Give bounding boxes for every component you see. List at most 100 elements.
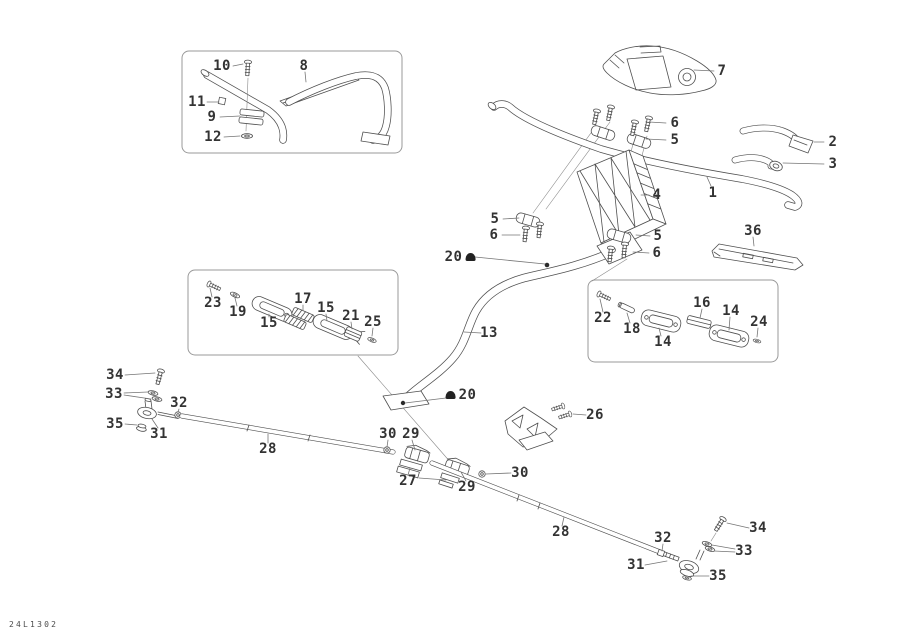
leader-line <box>386 439 389 448</box>
leader-line <box>502 217 520 220</box>
part-number: 29 <box>402 426 420 442</box>
leader-line <box>561 516 565 527</box>
leader-line <box>350 321 353 330</box>
leader-line <box>123 391 149 394</box>
part-number: 20 <box>458 387 477 403</box>
part-label-30: 30 <box>511 465 529 481</box>
part-label-8: 8 <box>300 58 309 74</box>
part-number: 11 <box>188 94 206 110</box>
leader-line <box>151 418 159 429</box>
part-label-16: 16 <box>693 295 711 311</box>
part-number: 32 <box>654 530 672 546</box>
part-label-14: 14 <box>722 303 740 319</box>
part-number: 10 <box>213 58 231 74</box>
part-number: 14 <box>722 303 740 319</box>
part-label-15: 15 <box>317 300 335 316</box>
part-label-9: 9 <box>208 109 217 125</box>
part-label-19: 19 <box>229 304 247 320</box>
leader-line <box>706 176 712 187</box>
part-number: 17 <box>294 291 312 307</box>
leader-line <box>752 236 755 247</box>
tie-rod-end-detail-drawing <box>205 279 378 345</box>
part-number: 26 <box>586 407 604 423</box>
part-number: 18 <box>623 321 641 337</box>
leader-line <box>626 312 631 324</box>
leader-line <box>234 297 238 307</box>
part-label-23: 23 <box>204 295 222 311</box>
inset-connector-lines <box>357 258 628 465</box>
handlebar-pad-drawing <box>602 45 717 96</box>
leader-line <box>232 63 244 67</box>
callout-marker-icon <box>465 253 476 261</box>
part-label-29: 29 <box>458 479 476 495</box>
handlebar-clamp-upper-drawing <box>589 103 654 150</box>
leader-line <box>658 327 662 337</box>
leader-line <box>463 331 482 334</box>
part-label-25: 25 <box>364 314 382 330</box>
part-number: 25 <box>364 314 382 330</box>
part-label-13: 13 <box>480 325 498 341</box>
part-number: 14 <box>654 334 672 350</box>
part-label-18: 18 <box>623 321 641 337</box>
part-label-15: 15 <box>260 315 278 331</box>
part-label-36: 36 <box>744 223 762 239</box>
part-number: 23 <box>204 295 222 311</box>
part-label-22: 22 <box>594 310 612 326</box>
leader-line <box>648 121 667 124</box>
part-number: 31 <box>150 426 168 442</box>
leader-lines-layer <box>123 63 825 577</box>
leader-line <box>632 251 650 254</box>
part-label-11: 11 <box>188 94 206 110</box>
right-tie-rod-drawing <box>429 460 728 582</box>
leader-line <box>635 234 651 237</box>
leader-line <box>728 316 731 331</box>
part-number: 33 <box>735 543 753 559</box>
part-label-10: 10 <box>213 58 231 74</box>
part-label-2: 2 <box>829 134 838 150</box>
part-number: 8 <box>299 58 309 74</box>
part-label-33: 33 <box>105 386 123 402</box>
part-label-5: 5 <box>491 211 500 227</box>
part-number: 1 <box>708 185 718 201</box>
leader-line <box>699 308 703 319</box>
leader-line <box>782 162 825 165</box>
leader-line <box>599 298 604 313</box>
part-number: 5 <box>670 132 680 148</box>
leader-line <box>304 71 307 83</box>
part-label-35: 35 <box>106 416 124 432</box>
part-number: 3 <box>828 156 838 172</box>
part-number: 30 <box>379 426 397 442</box>
leader-line <box>223 135 241 138</box>
part-label-35: 35 <box>709 568 727 584</box>
leader-line <box>177 408 180 413</box>
part-number: 30 <box>511 465 529 481</box>
part-number: 34 <box>106 367 124 383</box>
grip-drawing <box>731 124 814 172</box>
leader-line <box>123 394 152 400</box>
part-label-28: 28 <box>259 441 277 457</box>
leader-line <box>644 560 668 566</box>
part-number: 5 <box>490 211 500 227</box>
leader-line <box>711 544 736 550</box>
part-number: 13 <box>480 325 498 341</box>
handlebar-drawing <box>487 100 803 211</box>
part-number: 24 <box>750 314 768 330</box>
part-label-24: 24 <box>750 314 768 330</box>
leader-line <box>219 115 241 118</box>
leader-line <box>460 471 467 482</box>
leader-line <box>726 522 750 529</box>
part-label-14: 14 <box>654 334 672 350</box>
document-code: 24L1302 <box>9 620 59 629</box>
part-number: 5 <box>653 228 663 244</box>
leader-line <box>404 397 447 404</box>
leader-line <box>209 287 213 298</box>
part-label-29: 29 <box>402 426 420 442</box>
part-number: 34 <box>749 520 767 536</box>
leader-line <box>418 477 447 481</box>
support-plate-drawing <box>711 243 804 271</box>
callout-marker-icon <box>445 391 456 399</box>
part-label-20: 20 <box>445 249 476 265</box>
part-number: 6 <box>652 245 662 261</box>
